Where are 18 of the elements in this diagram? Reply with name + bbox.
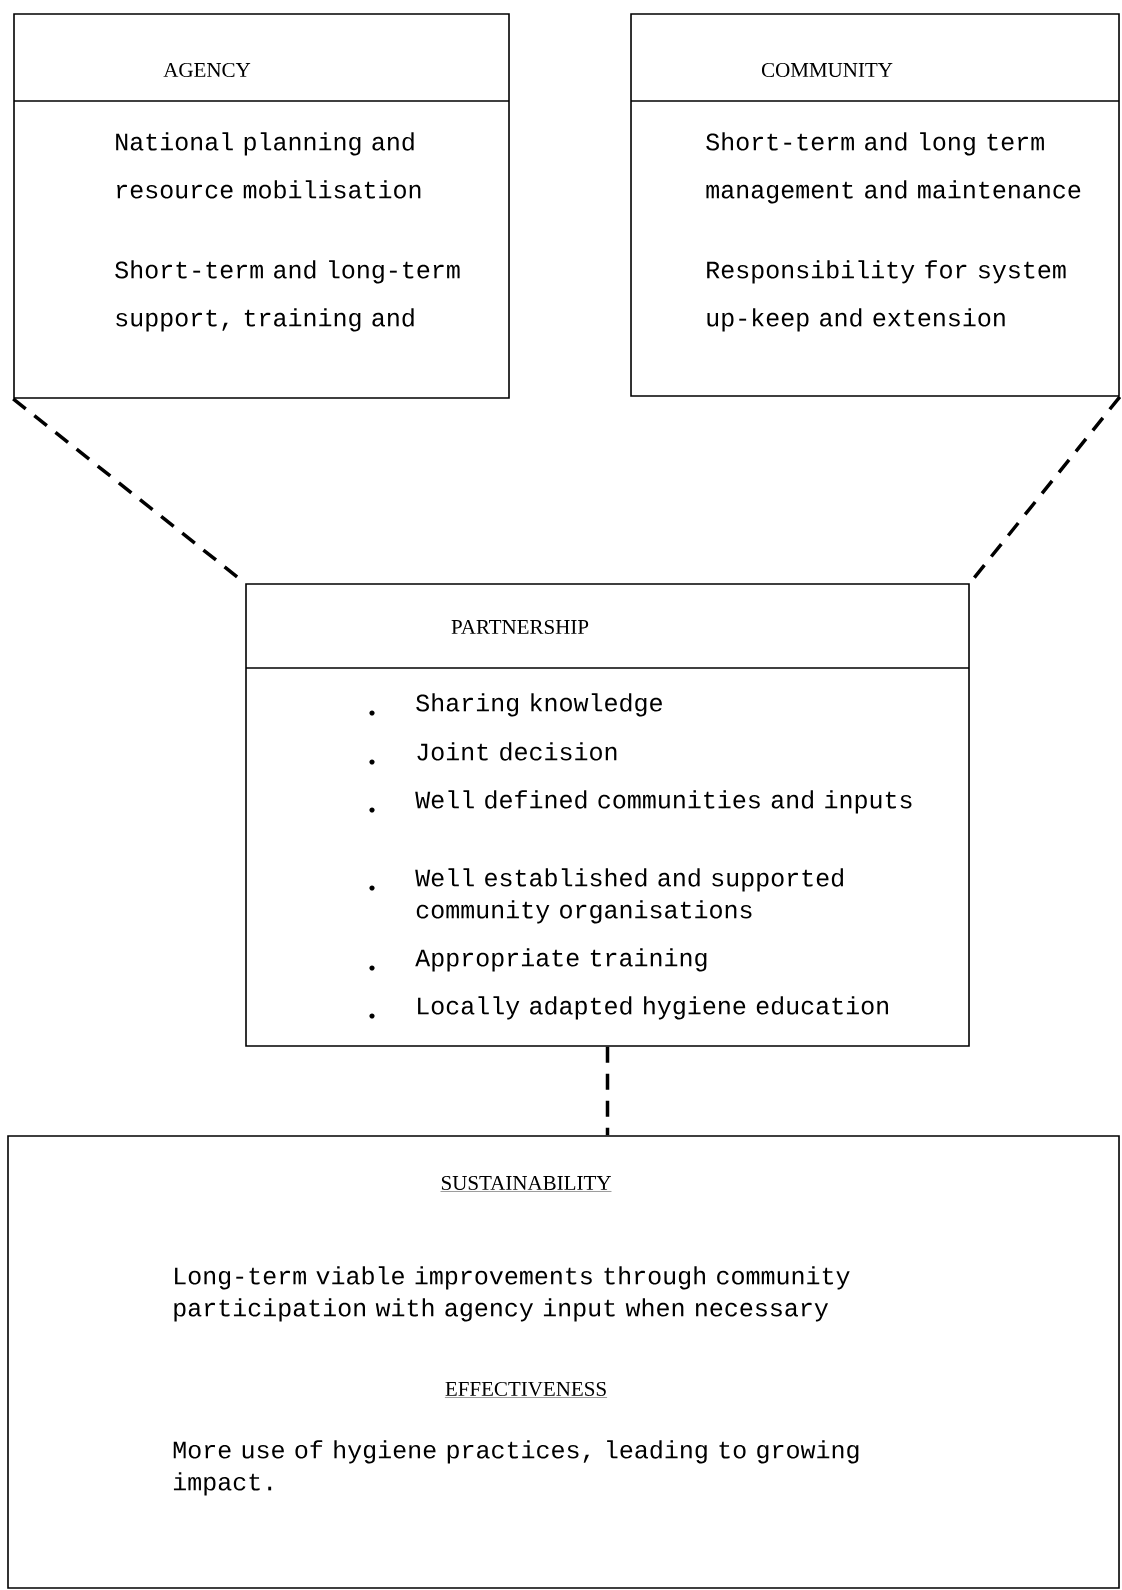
underlined-heading: EFFECTIVENESS bbox=[444, 1381, 608, 1398]
bullet-item: Well established and supported community organisations bbox=[415, 868, 843, 924]
bullet-item: Sharing knowledge bbox=[416, 693, 662, 717]
underlined-heading: SUSTAINABILITY bbox=[440, 1175, 612, 1192]
body-text: Short-term and long term management and maintenance bbox=[706, 132, 1081, 204]
bullet-item: Well defined communities and inputs bbox=[415, 790, 912, 814]
heading: COMMUNITY bbox=[761, 62, 893, 78]
heading: PARTNERSHIP bbox=[451, 619, 589, 635]
body-text: Long-term viable improvements through community participation with agency input when necessary bbox=[174, 1266, 850, 1322]
bullet-item: Appropriate training bbox=[415, 948, 707, 972]
bullet-item: Locally adapted hygiene education bbox=[418, 996, 888, 1020]
body-text: National planning and resource mobilisation bbox=[116, 132, 421, 199]
body-text: Responsibility for system up-keep and extension bbox=[707, 260, 1066, 332]
bullet-item: Joint decision bbox=[417, 742, 617, 761]
dashed-connector bbox=[605, 1046, 610, 1136]
body-text: More use of hygiene practices, leading to growing impact. bbox=[173, 1440, 859, 1496]
body-text: Short-term and long-term support, training and bbox=[115, 260, 460, 332]
heading: AGENCY bbox=[163, 62, 251, 78]
